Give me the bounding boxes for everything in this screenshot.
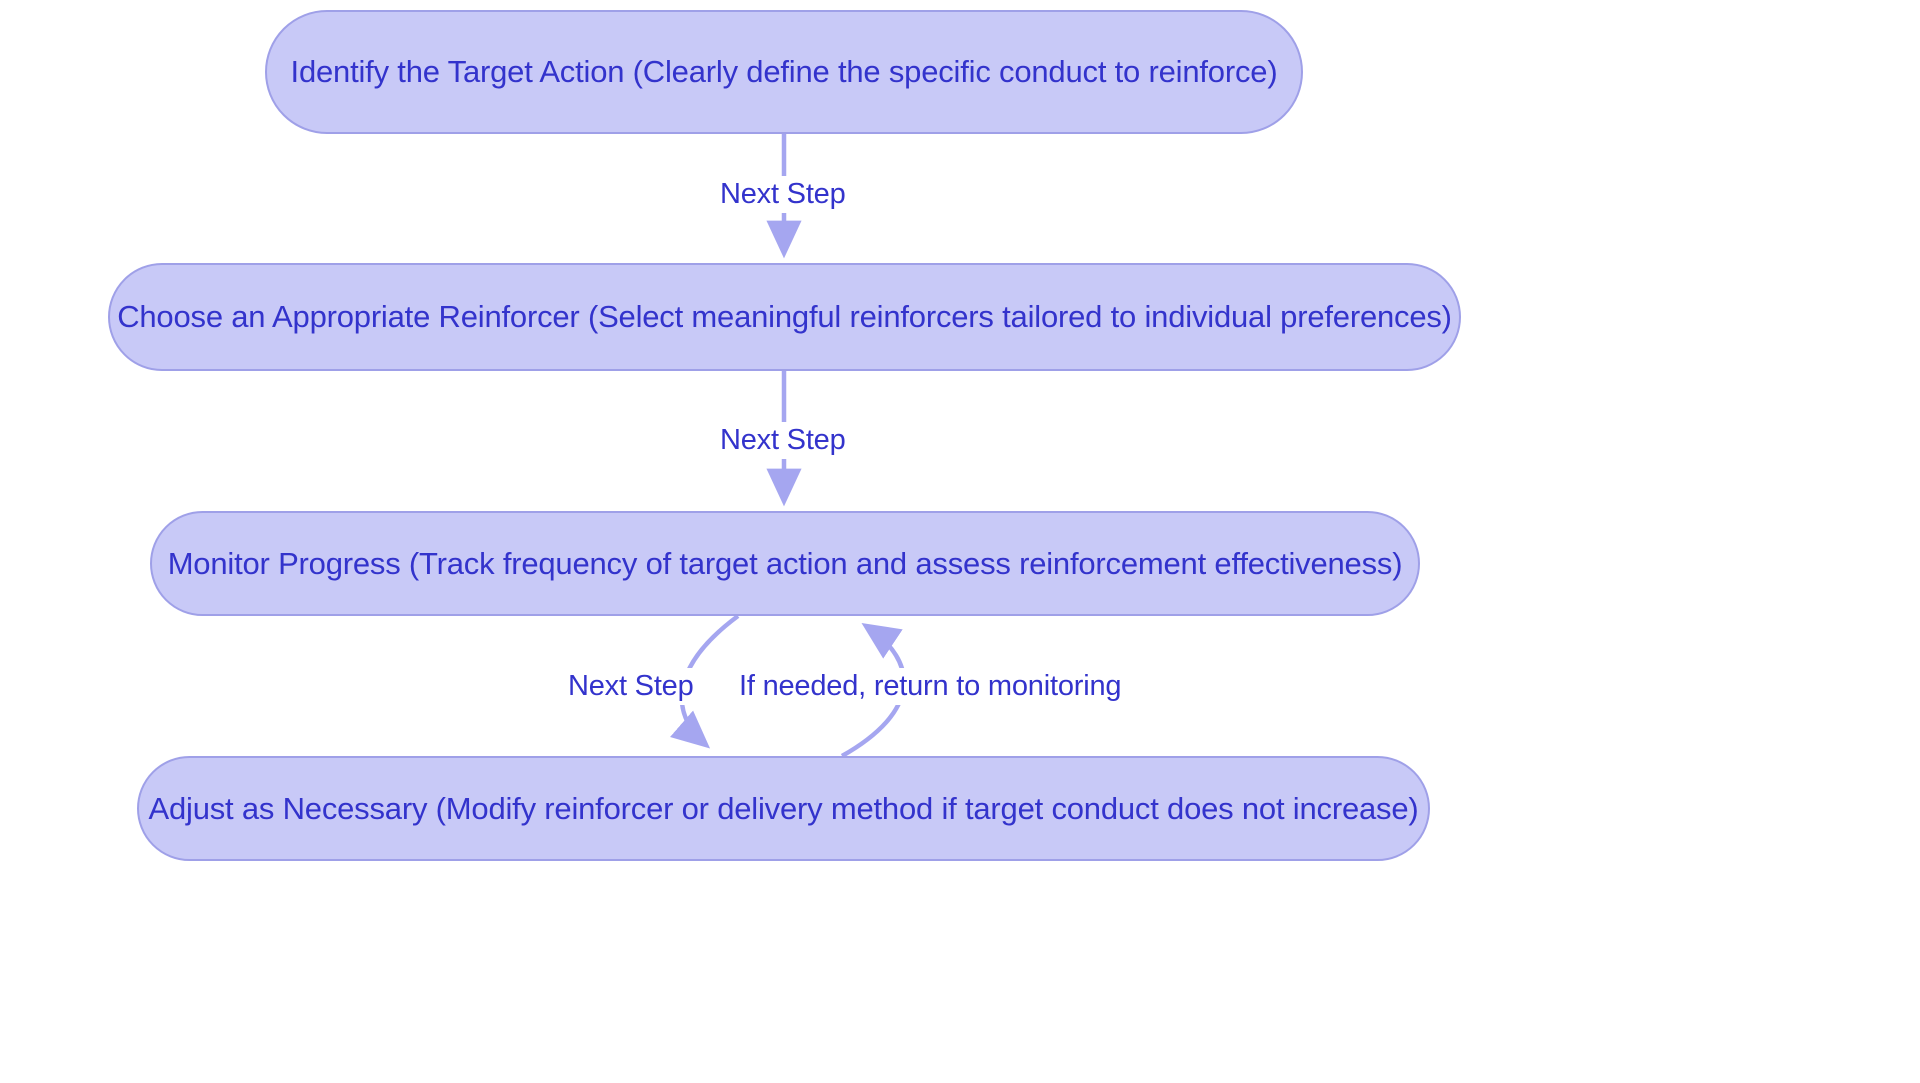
flow-node-monitor-progress[interactable]: Monitor Progress (Track frequency of tar… [150,511,1420,616]
edge-label-adjust-to-monitor: If needed, return to monitoring [733,668,1128,705]
flow-node-identify-target-action[interactable]: Identify the Target Action (Clearly defi… [265,10,1303,134]
flow-node-choose-appropriate-reinforcer[interactable]: Choose an Appropriate Reinforcer (Select… [108,263,1461,371]
edge-label-identify-to-choose: Next Step [714,176,852,213]
edge-label-monitor-to-adjust: Next Step [562,668,700,705]
edge-label-choose-to-monitor: Next Step [714,422,852,459]
flow-node-adjust-as-necessary[interactable]: Adjust as Necessary (Modify reinforcer o… [137,756,1430,861]
